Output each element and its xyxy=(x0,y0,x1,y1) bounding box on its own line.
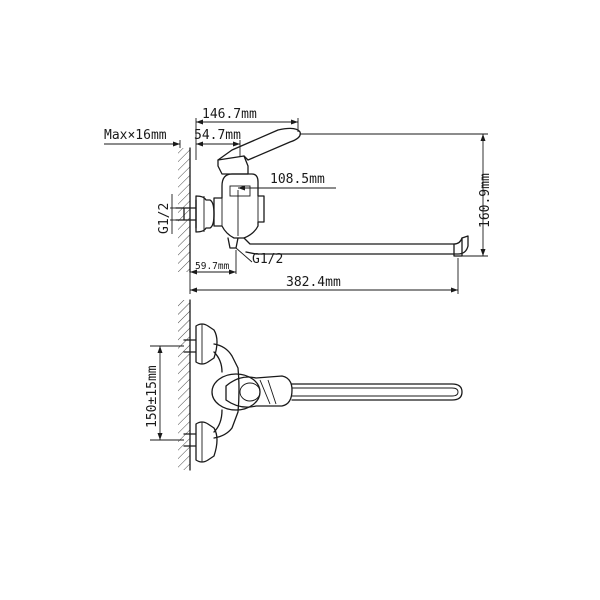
escutcheon-flange xyxy=(195,195,215,233)
front-body xyxy=(213,343,240,439)
front-dimensions: 150±15mm xyxy=(145,345,184,441)
faucet-body xyxy=(213,173,265,239)
thread-g12-right: G1/2 xyxy=(252,252,283,267)
cartridge-cap xyxy=(217,155,249,175)
dim-108-5: 108.5mm xyxy=(270,172,325,187)
front-view xyxy=(178,299,463,471)
dim-382-4: 382.4mm xyxy=(286,275,341,290)
thread-g12-left: G1/2 xyxy=(157,203,172,234)
front-spout xyxy=(291,383,463,401)
lower-inlet xyxy=(183,421,218,463)
side-dimensions: 146.7mm Max×16mm 54.7mm 108.5mm 160.9mm … xyxy=(104,107,493,294)
spout xyxy=(243,235,469,255)
body-center xyxy=(213,351,223,433)
dim-160-9: 160.9mm xyxy=(478,173,493,228)
inlet-connector xyxy=(175,199,197,229)
dim-146-7: 146.7mm xyxy=(202,107,257,122)
dim-59-7: 59.7mm xyxy=(195,261,230,272)
side-view xyxy=(175,127,469,273)
upper-inlet xyxy=(183,323,218,365)
handle-lever xyxy=(217,127,301,161)
dim-54-7: 54.7mm xyxy=(194,128,241,143)
dim-150-15: 150±15mm xyxy=(145,365,160,428)
bottom-outlet xyxy=(227,237,239,249)
dim-max-16: Max×16mm xyxy=(104,128,167,143)
front-handle xyxy=(225,375,293,408)
wall-hatch-bottom xyxy=(178,300,190,470)
aerator xyxy=(453,237,463,257)
